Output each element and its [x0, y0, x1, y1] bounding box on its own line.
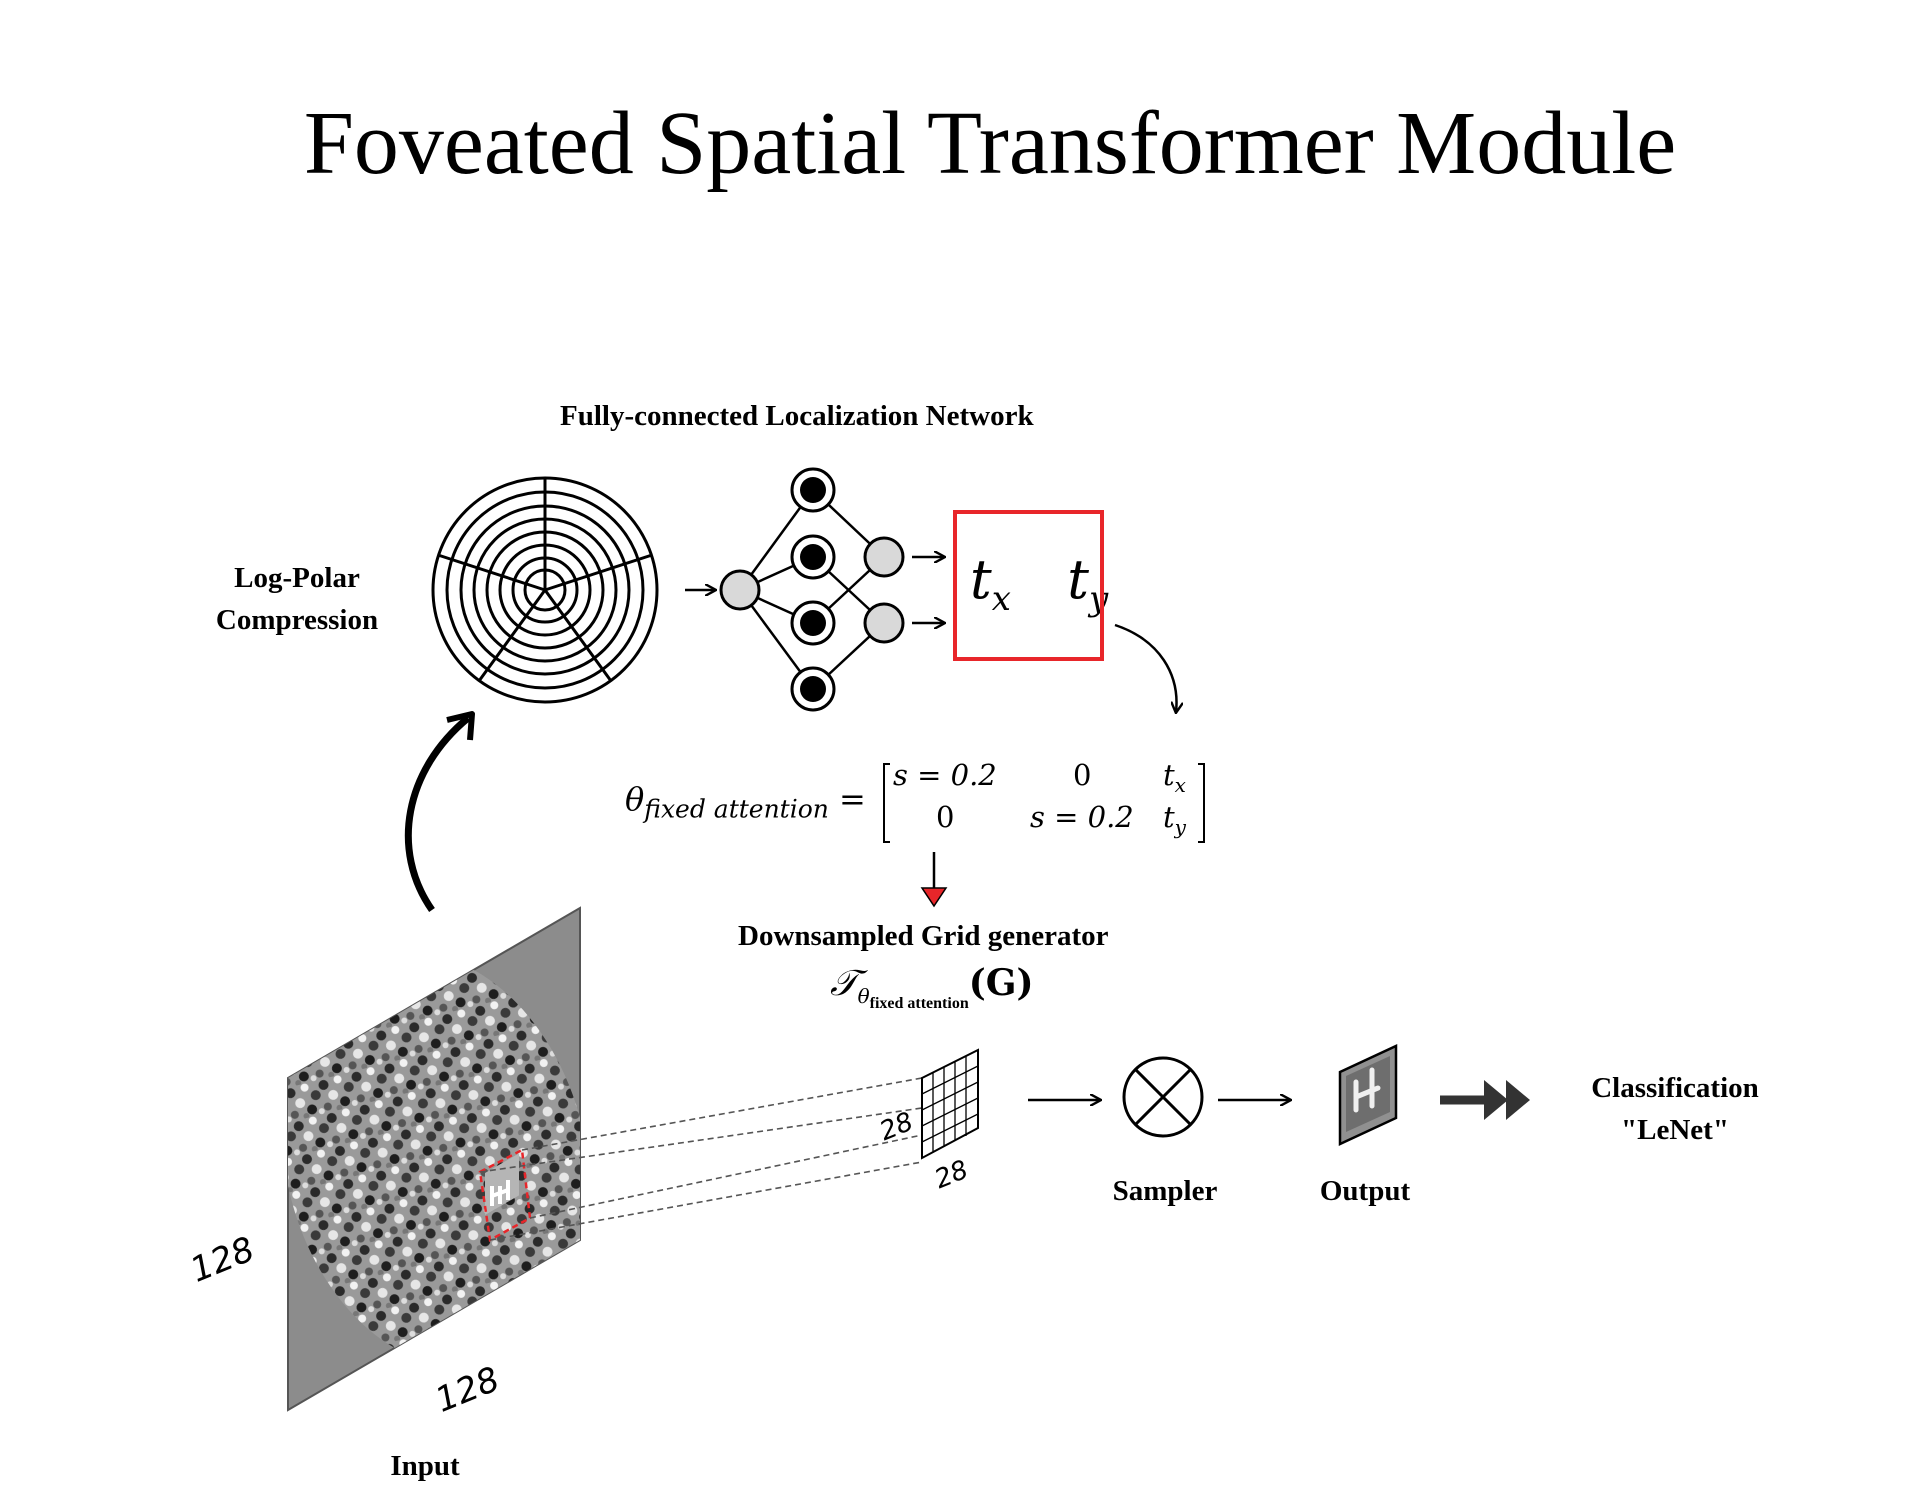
input-image-panel [287, 906, 581, 1412]
input-to-logpolar-arrow [404, 715, 471, 913]
localization-network-label: Fully-connected Localization Network [560, 400, 1034, 432]
matrix-r2c2: s = 0.2 [1030, 800, 1134, 834]
theta-subscript: fixed attention [644, 794, 829, 824]
network-nodes [719, 467, 905, 712]
grid-generator-formula: 𝒯θfixed attention(G) [830, 962, 1034, 1013]
grid-generator-label: Downsampled Grid generator [738, 920, 1109, 952]
sampler-icon [1122, 1056, 1204, 1138]
classification-arrow [1440, 1080, 1530, 1120]
noise-disc [288, 953, 580, 1367]
hidden-node [790, 600, 836, 646]
theta-lhs: θfixed attention = [625, 780, 866, 823]
log-polar-disc [431, 476, 659, 704]
output-label: Output [1319, 1175, 1411, 1207]
red-arrowhead [920, 887, 948, 908]
hidden-node [790, 534, 836, 580]
page-title: Foveated Spatial Transformer Module [303, 94, 1677, 193]
sampler-label: Sampler [1112, 1175, 1218, 1207]
equals-sign: = [839, 780, 866, 818]
matrix-r1c3-main: t [1163, 758, 1175, 792]
projection-lines [479, 1077, 923, 1241]
log-polar-label-line2: Compression [215, 604, 379, 636]
params-box [953, 510, 1104, 661]
transform-symbol: 𝒯 [830, 963, 858, 1004]
output-patch [1338, 1044, 1398, 1146]
matrix-r1c2: 0 [1073, 758, 1092, 792]
matrix-r1c1: s = 0.2 [893, 758, 997, 792]
network-edges [738, 489, 885, 690]
matrix-r2c3: ty [1163, 800, 1186, 839]
matrix-r2c3-main: t [1163, 800, 1175, 834]
classification-label-line2: "LeNet" [1621, 1114, 1729, 1146]
matrix-r1c3-sub: x [1174, 772, 1186, 797]
theta-symbol: θ [625, 780, 645, 818]
matrix-r2c1: 0 [936, 800, 955, 834]
matrix-r2c3-sub: y [1174, 814, 1186, 839]
tx-symbol: t [970, 548, 992, 611]
tx-subscript: x [991, 578, 1011, 619]
ty-symbol: t [1067, 548, 1089, 611]
transform-sub-text: fixed attention [869, 995, 969, 1013]
matrix-brackets [883, 763, 1205, 843]
hidden-node [790, 666, 836, 712]
input-node [719, 569, 761, 611]
hidden-node [790, 467, 836, 513]
log-polar-label-line1: Log-Polar [234, 562, 360, 594]
transform-sub-theta: θ [857, 984, 870, 1009]
output-node [863, 536, 905, 578]
classification-label-line1: Classification [1591, 1072, 1759, 1104]
params-to-formula-arrow [1114, 623, 1176, 712]
input-digit [485, 1153, 519, 1215]
downsampled-grid [921, 1048, 979, 1160]
input-label: Input [390, 1450, 460, 1482]
transform-arg: (G) [968, 962, 1034, 1004]
output-node [863, 602, 905, 644]
matrix-r1c3: tx [1163, 758, 1186, 797]
